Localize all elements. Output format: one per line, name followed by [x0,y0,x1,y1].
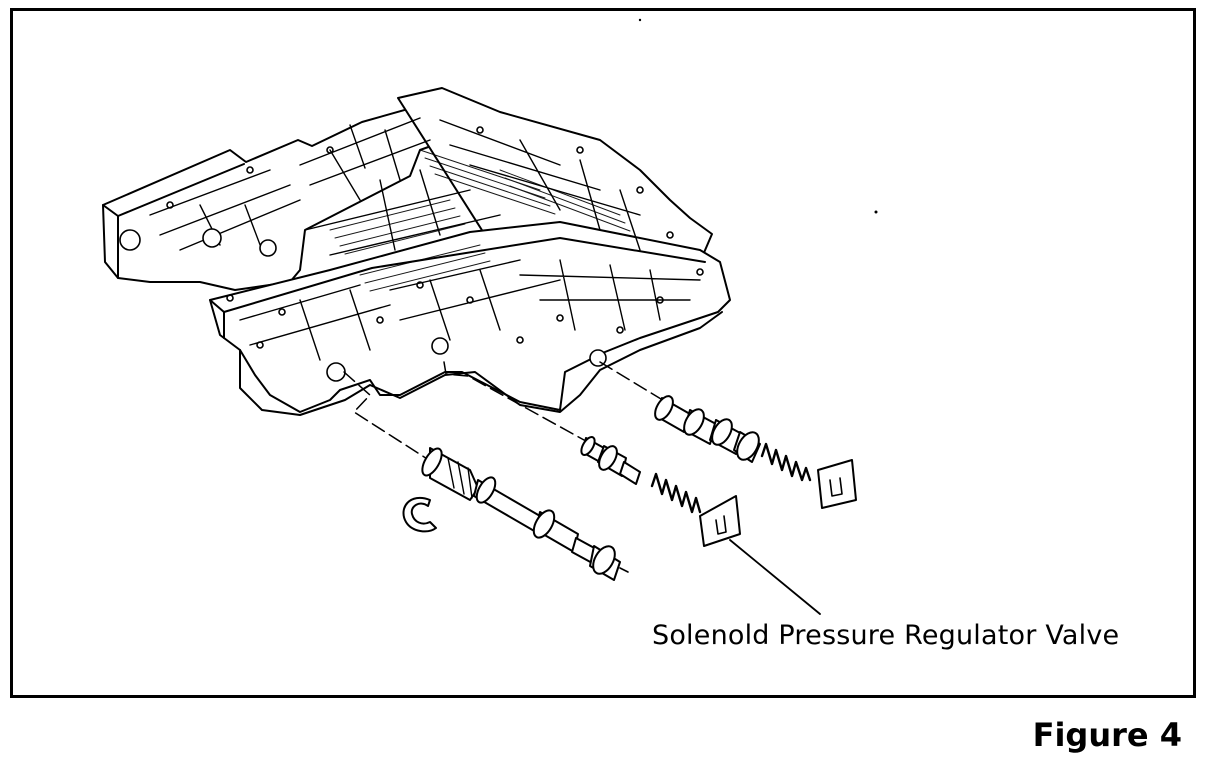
callout-label: Solenold Pressure Regulator Valve [652,620,1120,651]
retainer-plate-icon [699,459,857,547]
retaining-clip-icon [402,497,437,533]
valve-body-assembly-icon [102,87,731,416]
spring-icon [650,442,812,514]
speck [874,210,878,214]
spool-valve-icon [654,395,761,463]
regulator-valve-icon [580,435,641,485]
callout-leader-line [729,539,821,615]
figure-frame [10,8,1196,698]
spool-valve-icon [421,447,629,581]
alignment-lines [343,361,667,463]
speck [638,18,642,22]
figure-caption: Figure 4 [1032,716,1182,754]
